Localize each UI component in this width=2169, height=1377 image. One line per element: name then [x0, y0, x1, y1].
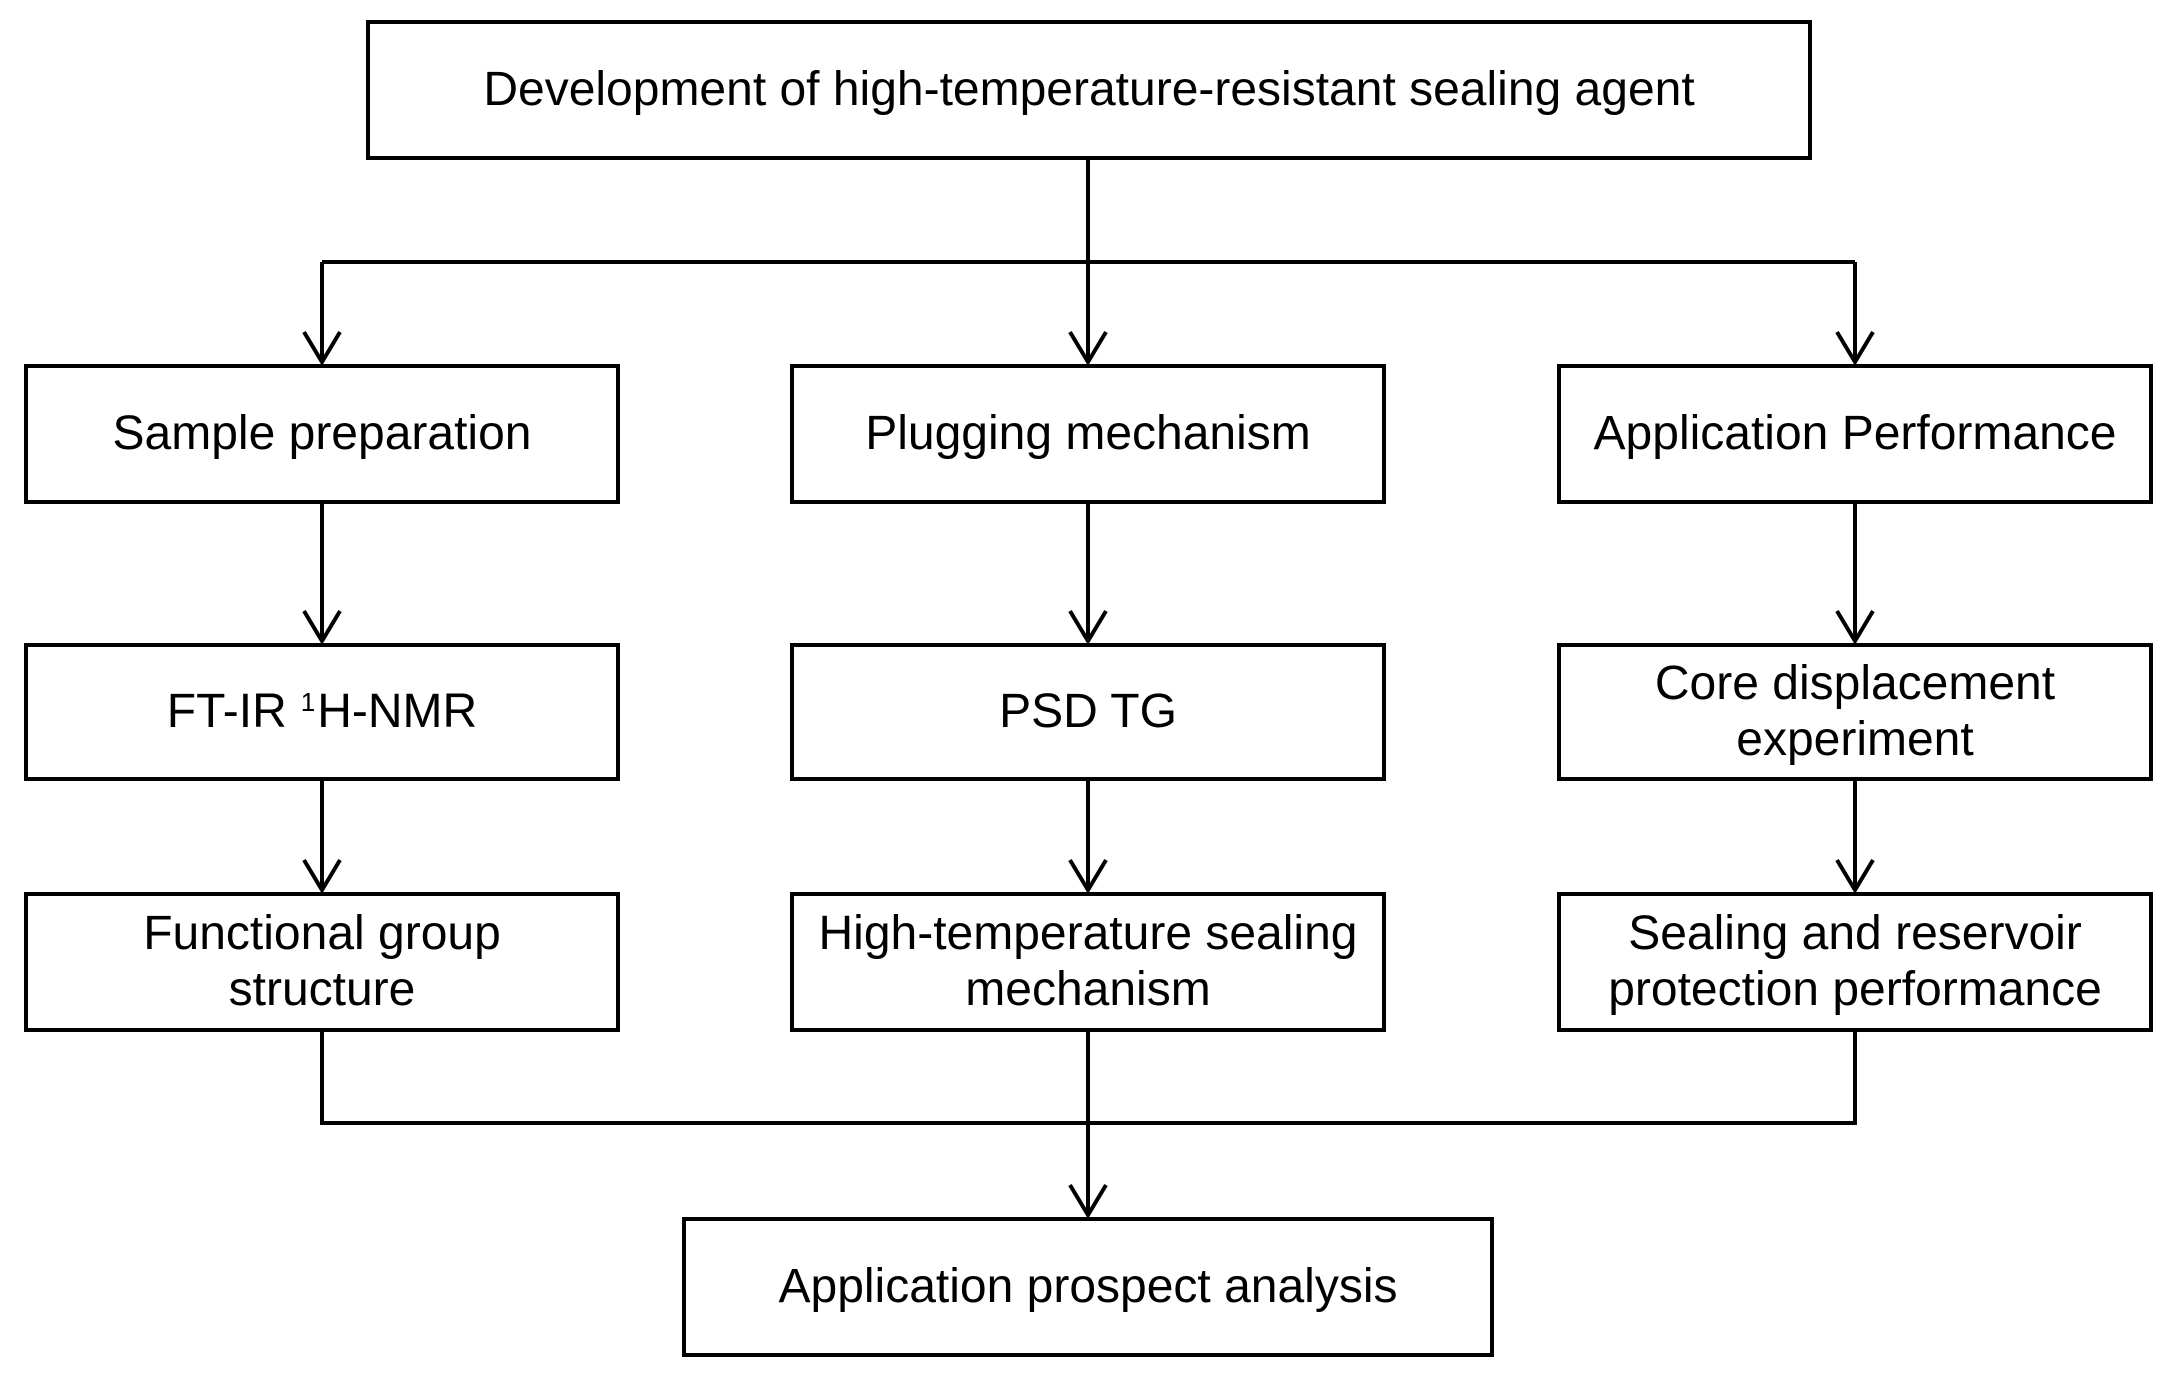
sample-preparation-label: Sample preparation	[112, 407, 532, 461]
ftir-text: FT-IR	[166, 685, 287, 739]
arrowhead-bottom	[1068, 1183, 1108, 1219]
prospect-analysis-box: Application prospect analysis	[682, 1217, 1494, 1357]
sealing-mechanism-line-2: mechanism	[965, 963, 1211, 1016]
sealing-mechanism-label: High-temperature sealing mechanism	[810, 906, 1366, 1017]
arrowhead-col1-r3	[302, 858, 342, 894]
plugging-mechanism-label: Plugging mechanism	[865, 407, 1311, 461]
functional-group-box: Functional group structure	[24, 892, 620, 1032]
sealing-mechanism-box: High-temperature sealing mechanism	[790, 892, 1386, 1032]
reservoir-protection-label: Sealing and reservoir protection perform…	[1577, 906, 2133, 1017]
ftir-nmr-box: FT-IR 1H-NMR	[24, 643, 620, 781]
core-displacement-line-1: Core displacement	[1654, 657, 2056, 711]
core-displacement-box: Core displacement experiment	[1557, 643, 2153, 781]
main-topic-box: Development of high-temperature-resistan…	[366, 20, 1812, 160]
arrowhead-col3-r3	[1835, 858, 1875, 894]
application-performance-label: Application Performance	[1593, 407, 2117, 461]
arrowhead-col3-r1	[1835, 330, 1875, 366]
reservoir-protection-box: Sealing and reservoir protection perform…	[1557, 892, 2153, 1032]
arrowhead-col2-r1	[1068, 330, 1108, 366]
application-performance-box: Application Performance	[1557, 364, 2153, 504]
arrowhead-col1-r2	[302, 609, 342, 645]
sealing-mechanism-line-1: High-temperature sealing	[818, 907, 1358, 961]
core-displacement-label: Core displacement experiment	[1577, 656, 2133, 767]
arrowhead-col3-r2	[1835, 609, 1875, 645]
sample-preparation-box: Sample preparation	[24, 364, 620, 504]
arrowhead-col2-r3	[1068, 858, 1108, 894]
plugging-mechanism-box: Plugging mechanism	[790, 364, 1386, 504]
nmr-text: H-NMR	[317, 685, 478, 739]
core-displacement-line-2: experiment	[1736, 713, 1974, 766]
ftir-nmr-label: FT-IR 1H-NMR	[167, 684, 477, 740]
prospect-analysis-label: Application prospect analysis	[778, 1260, 1398, 1314]
reservoir-protection-line-2: protection performance	[1608, 963, 2102, 1016]
psd-tg-box: PSD TG	[790, 643, 1386, 781]
arrowhead-col1-r1	[302, 330, 342, 366]
functional-group-label: Functional group structure	[44, 906, 600, 1017]
nmr-superscript: 1	[300, 687, 316, 718]
psd-tg-label: PSD TG	[999, 685, 1177, 739]
functional-group-line-2: structure	[228, 963, 416, 1016]
functional-group-line-1: Functional group	[143, 907, 501, 961]
main-topic-label: Development of high-temperature-resistan…	[483, 63, 1695, 117]
arrowhead-col2-r2	[1068, 609, 1108, 645]
reservoir-protection-line-1: Sealing and reservoir	[1628, 907, 2082, 961]
